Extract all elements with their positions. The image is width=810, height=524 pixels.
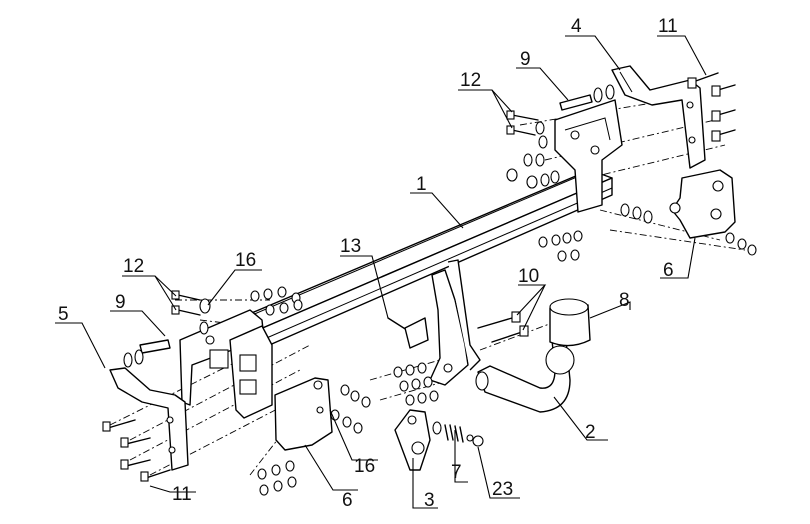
bolt-part-13 bbox=[387, 317, 429, 349]
label-part-12-left: 12 bbox=[123, 256, 144, 277]
label-part-6-right: 6 bbox=[663, 260, 674, 281]
leader-lines bbox=[55, 35, 707, 509]
label-part-7: 7 bbox=[451, 462, 462, 483]
assembly-guide-lines bbox=[109, 94, 746, 476]
label-part-8: 8 bbox=[619, 290, 630, 311]
label-part-1: 1 bbox=[416, 174, 427, 195]
label-part-13: 13 bbox=[340, 236, 361, 257]
label-part-11-left: 11 bbox=[172, 484, 192, 505]
nut-part-23 bbox=[466, 434, 484, 447]
ball-cover-part-8 bbox=[549, 298, 591, 347]
label-part-6-left: 6 bbox=[342, 490, 353, 511]
left-inner-plate bbox=[229, 325, 273, 419]
right-spacer-plate-part-6 bbox=[669, 169, 736, 239]
ball-mount-bracket bbox=[429, 259, 481, 386]
right-side-bracket bbox=[554, 99, 623, 213]
label-part-11-right: 11 bbox=[658, 16, 678, 37]
left-mounting-bracket-part-5 bbox=[109, 367, 189, 471]
socket-plate-part-3 bbox=[394, 409, 431, 471]
main-crossbar-part-1 bbox=[234, 167, 613, 351]
spring-part-7 bbox=[432, 421, 464, 443]
part-number-labels: 1 2 3 4 5 6 6 7 8 9 9 10 11 11 12 12 13 … bbox=[58, 16, 678, 511]
label-part-9-right: 9 bbox=[520, 49, 531, 70]
left-spacer-plate-part-6 bbox=[274, 377, 333, 451]
right-mounting-bracket-part-4 bbox=[611, 65, 706, 169]
tow-ball-arm-part-2 bbox=[475, 339, 575, 413]
label-part-4: 4 bbox=[571, 16, 582, 37]
label-part-10: 10 bbox=[518, 266, 539, 287]
label-part-9-left: 9 bbox=[115, 292, 126, 313]
label-part-12-right: 12 bbox=[460, 70, 481, 91]
label-part-2: 2 bbox=[585, 422, 596, 443]
label-part-16-bottom: 16 bbox=[354, 456, 375, 477]
hardware-bolts-washers-nuts bbox=[102, 72, 757, 496]
label-part-3: 3 bbox=[424, 490, 435, 511]
label-part-16-top: 16 bbox=[235, 250, 256, 271]
label-part-5: 5 bbox=[58, 304, 69, 325]
label-part-23: 23 bbox=[492, 479, 513, 500]
